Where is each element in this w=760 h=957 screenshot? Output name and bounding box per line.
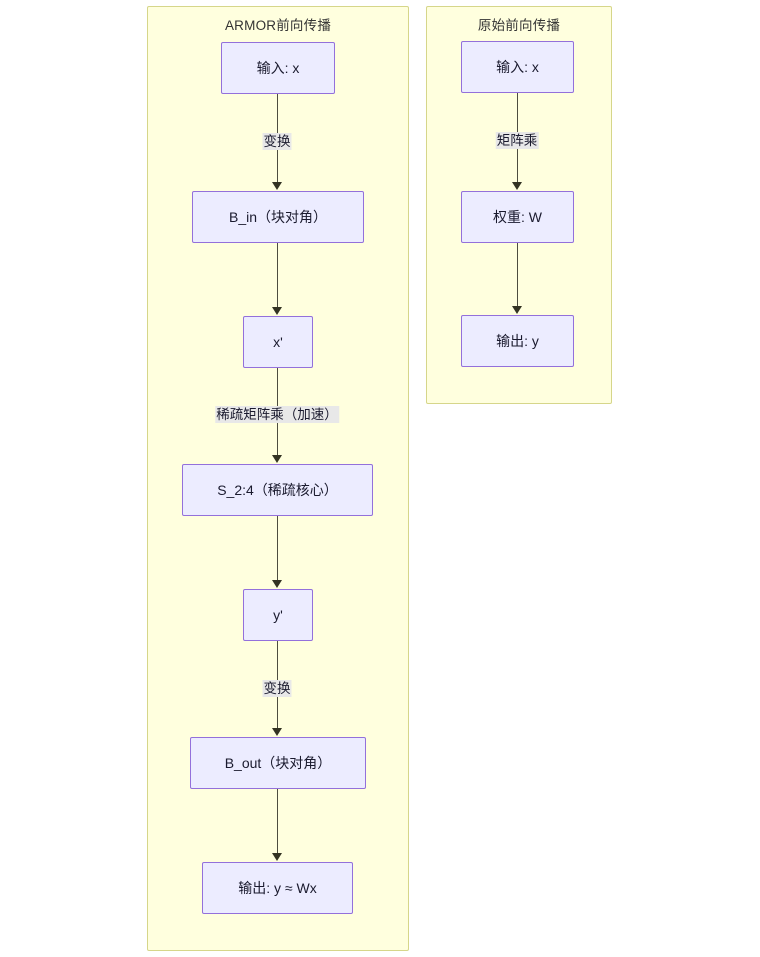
edge-armor-s24-to-yprime-arrow <box>272 580 282 588</box>
edge-label-armor-sparse-matmul: 稀疏矩阵乘（加速） <box>215 406 339 423</box>
node-original-weight[interactable]: 权重: W <box>461 191 574 243</box>
node-armor-x-prime[interactable]: x' <box>243 316 313 368</box>
edge-armor-bout-to-output-line <box>277 789 279 854</box>
edge-armor-input-to-bin-arrow <box>272 182 282 190</box>
edge-armor-bout-to-output-arrow <box>272 853 282 861</box>
node-armor-output[interactable]: 输出: y ≈ Wx <box>202 862 353 914</box>
node-armor-y-prime[interactable]: y' <box>243 589 313 641</box>
edge-original-weight-to-output-arrow <box>512 306 522 314</box>
node-armor-b-out[interactable]: B_out（块对角） <box>190 737 366 789</box>
edge-original-input-to-weight-arrow <box>512 182 522 190</box>
edge-armor-xprime-to-s24-arrow <box>272 455 282 463</box>
edge-armor-bin-to-xprime-arrow <box>272 307 282 315</box>
edge-label-original-matmul: 矩阵乘 <box>495 132 539 149</box>
node-original-output[interactable]: 输出: y <box>461 315 574 367</box>
subgraph-original-title: 原始前向传播 <box>477 18 561 33</box>
edge-armor-s24-to-yprime-line <box>277 516 279 581</box>
edge-label-armor-transform-out: 变换 <box>262 680 292 697</box>
edge-original-weight-to-output-line <box>517 243 519 307</box>
node-original-input[interactable]: 输入: x <box>461 41 574 93</box>
edge-label-armor-transform-in: 变换 <box>262 133 292 150</box>
node-armor-s24-core[interactable]: S_2:4（稀疏核心） <box>182 464 373 516</box>
edge-armor-bin-to-xprime-line <box>277 243 279 308</box>
node-armor-b-in[interactable]: B_in（块对角） <box>192 191 364 243</box>
edge-armor-yprime-to-bout-arrow <box>272 728 282 736</box>
subgraph-armor-title: ARMOR前向传播 <box>224 18 332 33</box>
node-armor-input[interactable]: 输入: x <box>221 42 335 94</box>
